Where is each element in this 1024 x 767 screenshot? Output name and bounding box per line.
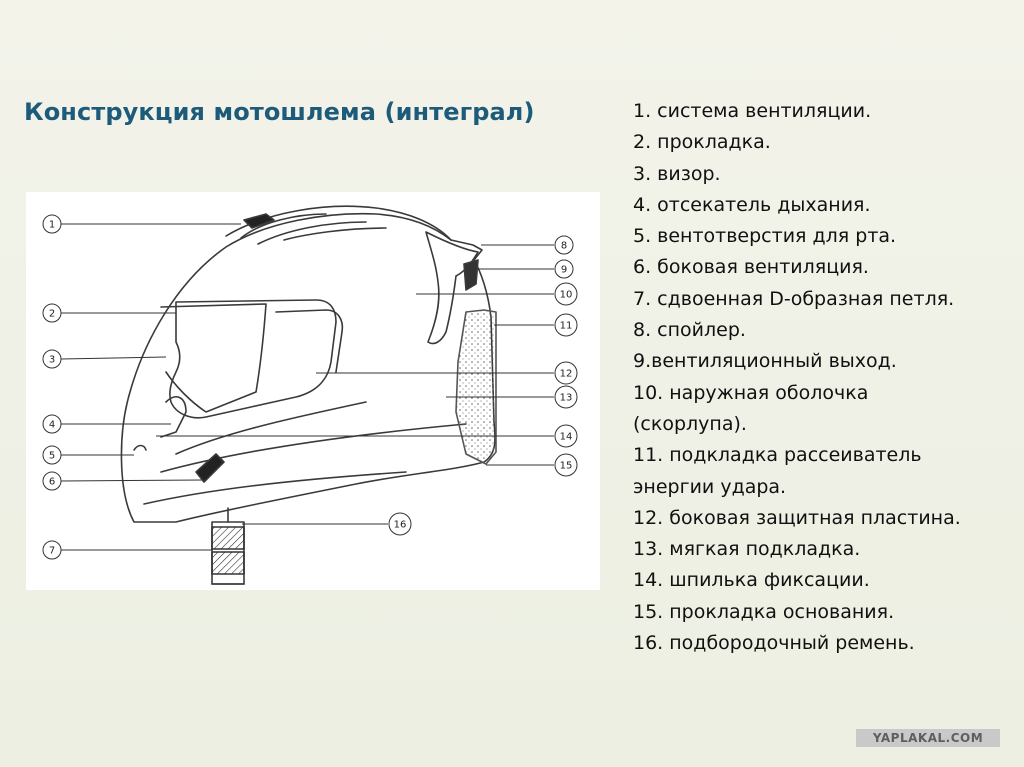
- legend-item: 14. шпилька фиксации.: [633, 569, 870, 592]
- callout-14: 14: [554, 424, 578, 448]
- helmet-diagram: 1 2 3 4 5 6 7 8 9 10 11 12 13 14 15 16: [26, 192, 600, 590]
- exhaust-vent: [463, 259, 479, 291]
- svg-text:13: 13: [560, 393, 573, 404]
- svg-text:14: 14: [560, 432, 573, 443]
- legend-item: 2. прокладка.: [633, 131, 771, 154]
- svg-text:11: 11: [560, 321, 573, 332]
- callout-1: 1: [42, 214, 62, 234]
- svg-text:16: 16: [394, 520, 407, 531]
- svg-text:5: 5: [49, 451, 55, 462]
- helmet-illustration: 1 2 3 4 5 6 7 8 9 10 11 12 13 14 15 16: [42, 205, 578, 585]
- legend-item: (скорлупа).: [633, 412, 747, 435]
- legend-item: 7. сдвоенная D-образная петля.: [633, 287, 955, 310]
- svg-text:1: 1: [49, 220, 55, 231]
- legend-item: 12. боковая защитная пластина.: [633, 506, 961, 529]
- side-plate: [275, 309, 344, 373]
- callout-5: 5: [42, 445, 62, 465]
- svg-text:12: 12: [560, 369, 573, 380]
- legend-item: энергии удара.: [633, 475, 787, 498]
- legend-item: 16. подбородочный ремень.: [633, 632, 915, 655]
- legend-item: 15. прокладка основания.: [633, 600, 895, 623]
- svg-text:6: 6: [49, 477, 55, 488]
- callout-9: 9: [554, 259, 574, 279]
- svg-text:4: 4: [49, 420, 55, 431]
- svg-text:2: 2: [49, 309, 55, 320]
- legend-item: 8. спойлер.: [633, 319, 746, 342]
- page-title: Конструкция мотошлема (интеграл): [24, 98, 535, 126]
- top-vent-slot: [243, 213, 275, 229]
- callout-3: 3: [42, 349, 62, 369]
- svg-text:9: 9: [561, 265, 567, 276]
- callout-16: 16: [388, 512, 412, 536]
- visor-window: [169, 299, 337, 419]
- callout-6: 6: [42, 471, 62, 491]
- callout-12: 12: [554, 361, 578, 385]
- legend-item: 1. система вентиляции.: [633, 100, 872, 122]
- callout-10: 10: [554, 282, 578, 306]
- callout-15: 15: [554, 453, 578, 477]
- side-vent: [195, 453, 225, 483]
- legend-item: 10. наружная оболочка: [633, 381, 869, 404]
- svg-text:7: 7: [49, 546, 55, 557]
- callout-13: 13: [554, 385, 578, 409]
- callout-4: 4: [42, 414, 62, 434]
- svg-text:8: 8: [561, 241, 567, 252]
- site-watermark: YAPLAKAL.COM: [856, 729, 1000, 747]
- callout-7: 7: [42, 540, 62, 560]
- rear-spoiler: [425, 231, 479, 345]
- impact-liner: [455, 309, 497, 465]
- legend-item: 6. боковая вентиляция.: [633, 256, 869, 279]
- callout-11: 11: [554, 313, 578, 337]
- legend-item: 9.вентиляционный выход.: [633, 350, 897, 373]
- svg-text:3: 3: [49, 355, 55, 366]
- svg-text:15: 15: [560, 461, 573, 472]
- callout-8: 8: [554, 235, 574, 255]
- parts-legend: 1. система вентиляции. 2. прокладка. 3. …: [633, 96, 1013, 659]
- legend-item: 4. отсекатель дыхания.: [633, 193, 871, 216]
- callout-2: 2: [42, 303, 62, 323]
- svg-text:10: 10: [560, 290, 573, 301]
- legend-item: 5. вентотверстия для рта.: [633, 225, 897, 248]
- visor-panel: [160, 303, 267, 413]
- legend-item: 3. визор.: [633, 162, 721, 185]
- legend-item: 13. мягкая подкладка.: [633, 538, 861, 561]
- legend-item: 11. подкладка рассеиватель: [633, 444, 922, 467]
